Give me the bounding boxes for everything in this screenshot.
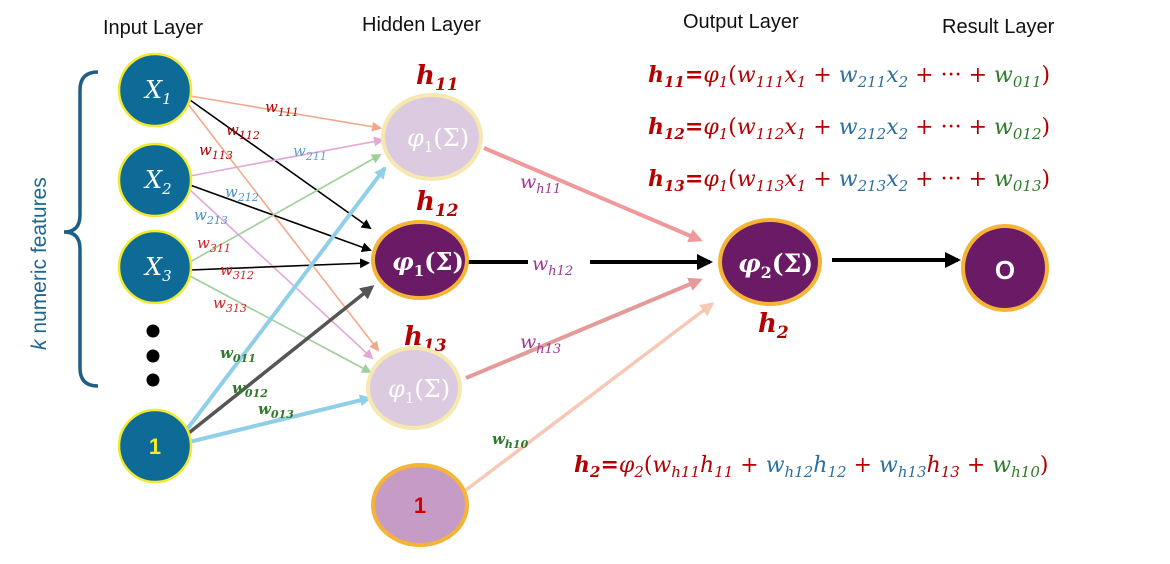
edge-bias-h11 [183,166,387,434]
svg-text:h11: h11 [416,61,459,95]
features-brace [63,70,99,388]
svg-text:X3: X3 [143,253,172,285]
equation-h11: h11=φ1(w111x1 + w211x2 + ··· + w011) [648,62,1050,91]
svg-text:X2: X2 [143,166,172,198]
edge-hbias-h2 [464,302,715,492]
weight-label-w211: w211 [293,142,327,163]
svg-text:O: O [995,255,1015,285]
edge-x3-h12 [189,258,370,271]
svg-text:X1: X1 [143,76,172,108]
input-layer-header: Input Layer [103,17,203,39]
svg-text:φ2(Σ): φ2(Σ) [738,249,813,282]
input-node-x2: X2 [117,142,193,218]
input-node-x1: X1 [117,52,193,128]
result-layer-header: Result Layer [942,16,1055,38]
equation-h12: h12=φ1(w112x1 + w212x2 + ··· + w012) [648,114,1050,143]
weight-label-w312: w312 [220,261,254,282]
edge-x2-h11 [189,136,384,177]
edge-h11-h2 [483,146,703,243]
hidden-node-h11: h11 φ1(Σ) [381,61,483,181]
weight-label-wh12: wh12 [532,253,573,279]
result-node-o: O [961,224,1049,312]
hidden-node-h13: h13 φ1(Σ) [366,322,462,430]
edge-x2-h13 [189,189,374,360]
edge-x2-h12 [189,184,372,252]
svg-text:φ1(Σ): φ1(Σ) [392,247,464,280]
edge-h13-h2 [465,277,703,380]
edge-x1-h12 [189,99,372,230]
output-layer-header: Output Layer [683,11,799,33]
weight-label-w111: w111 [265,98,299,119]
input-node-bias: 1 [117,408,193,484]
weight-label-w311: w311 [197,234,231,255]
svg-text:h12: h12 [416,187,459,221]
svg-text:h2: h2 [758,309,789,343]
weight-label-wh11: wh11 [520,171,561,197]
weight-label-wh10: wh10 [492,430,529,451]
hidden-node-bias: 1 [371,463,469,547]
edge-x1-h13 [187,103,380,352]
ellipsis-dots [146,324,160,387]
edge-bias-h13 [184,394,372,445]
edge-bias-h12 [183,285,375,438]
edge-x3-h11 [189,154,382,263]
edge-x3-h13 [189,275,372,373]
svg-text:φ1(Σ): φ1(Σ) [388,375,450,407]
svg-text:φ1(Σ): φ1(Σ) [407,124,469,156]
input-node-x3: X3 [117,229,193,305]
weight-label-wh13: wh13 [520,331,561,357]
output-node-h2: φ2(Σ) h2 [718,218,822,343]
equation-h13: h13=φ1(w113x1 + w213x2 + ··· + w013) [648,166,1050,195]
hidden-node-h12: h12 φ1(Σ) [371,187,469,300]
numeric-features-label: k numeric features [28,177,51,350]
svg-text:1: 1 [414,493,426,518]
weight-label-w013: w013 [258,400,294,421]
weight-label-w112: w112 [226,121,260,142]
edge-x1-h11 [189,95,382,132]
weight-label-w313: w313 [213,294,247,315]
weight-label-w113: w113 [199,141,233,162]
equation-h2: h2=φ2(wh11h11 + wh12h12 + wh13h13 + wh10… [574,452,1048,481]
weight-label-w213: w213 [194,206,228,227]
weight-label-w212: w212 [225,183,259,204]
weight-label-w011: w011 [220,344,256,365]
weight-label-w012: w012 [232,379,268,400]
hidden-layer-header: Hidden Layer [362,14,481,36]
svg-text:1: 1 [149,434,161,459]
